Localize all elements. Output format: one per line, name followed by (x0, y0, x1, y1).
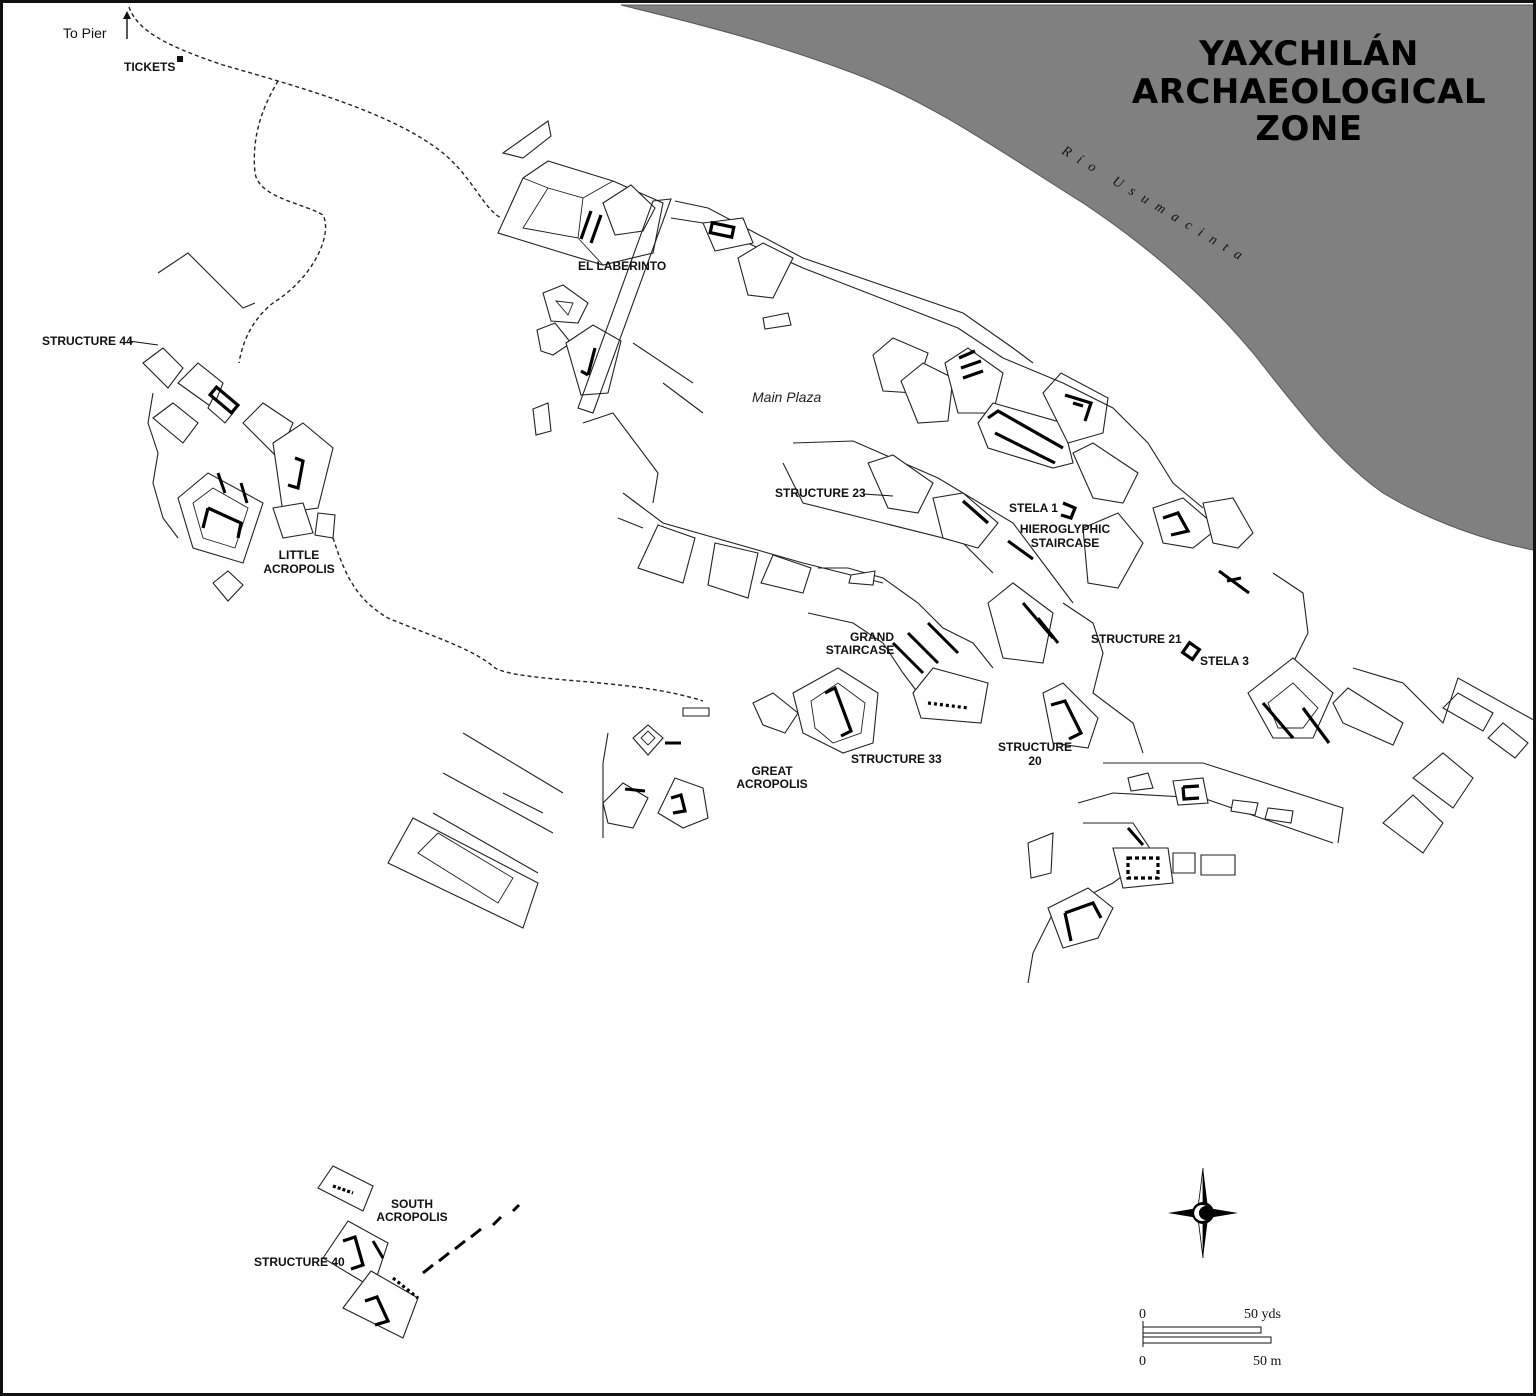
scale-yds-label: 50 yds (1244, 1307, 1281, 1322)
leader-structure-44 (128, 340, 159, 346)
scale-yds-zero: 0 (1139, 1307, 1146, 1322)
label-grand-staircase-line-2: STAIRCASE (826, 643, 894, 657)
label-hieroglyphic-line-1: HIEROGLYPHIC (1020, 522, 1111, 536)
label-structure-44: STRUCTURE 44 (42, 334, 133, 348)
label-main-plaza: Main Plaza (752, 389, 821, 405)
river-usumacinta (620, 4, 1533, 551)
label-to-pier: To Pier (63, 25, 107, 41)
label-stela-1: STELA 1 (1009, 501, 1058, 515)
pier-arrow-icon (123, 11, 131, 19)
main-plaza-buildings (387, 120, 1533, 984)
map-title-line-1: YAXCHILÁN (1198, 33, 1419, 74)
label-el-laberinto: EL LABERINTO (578, 259, 666, 273)
map-title-line-2: ARCHAEOLOGICAL (1132, 72, 1486, 112)
trail-path (128, 6, 704, 702)
label-structure-33: STRUCTURE 33 (851, 752, 942, 766)
label-structure-40: STRUCTURE 40 (254, 1255, 345, 1269)
label-great-acropolis-line-2: ACROPOLIS (736, 777, 807, 791)
scale-bar: 0 50 yds 0 50 m (1139, 1307, 1282, 1369)
scale-m-label: 50 m (1253, 1354, 1282, 1369)
label-structure-20-line-2: 20 (1028, 754, 1042, 768)
scale-m-zero: 0 (1139, 1354, 1146, 1369)
compass-rose-icon (1168, 1167, 1238, 1259)
label-little-acropolis-line-1: LITTLE (279, 548, 320, 562)
tickets-marker (177, 56, 183, 62)
label-structure-23: STRUCTURE 23 (775, 486, 866, 500)
south-acropolis-buildings (317, 1165, 521, 1339)
label-south-acropolis-line-1: SOUTH (391, 1197, 433, 1211)
map-title-line-3: ZONE (1255, 109, 1362, 149)
label-stela-3: STELA 3 (1200, 654, 1249, 668)
label-structure-20-line-1: STRUCTURE (998, 740, 1072, 754)
label-little-acropolis-line-2: ACROPOLIS (263, 562, 334, 576)
label-great-acropolis-line-1: GREAT (751, 764, 793, 778)
label-structure-21: STRUCTURE 21 (1091, 632, 1182, 646)
leader-structure-23 (862, 493, 894, 497)
map-canvas: YAXCHILÁN ARCHAEOLOGICAL ZONE Río Usumac… (42, 4, 1533, 1369)
label-south-acropolis-line-2: ACROPOLIS (376, 1210, 447, 1224)
label-hieroglyphic-line-2: STAIRCASE (1031, 536, 1099, 550)
label-tickets: TICKETS (124, 60, 175, 74)
label-grand-staircase-line-1: GRAND (850, 630, 894, 644)
little-acropolis-buildings (142, 252, 336, 602)
